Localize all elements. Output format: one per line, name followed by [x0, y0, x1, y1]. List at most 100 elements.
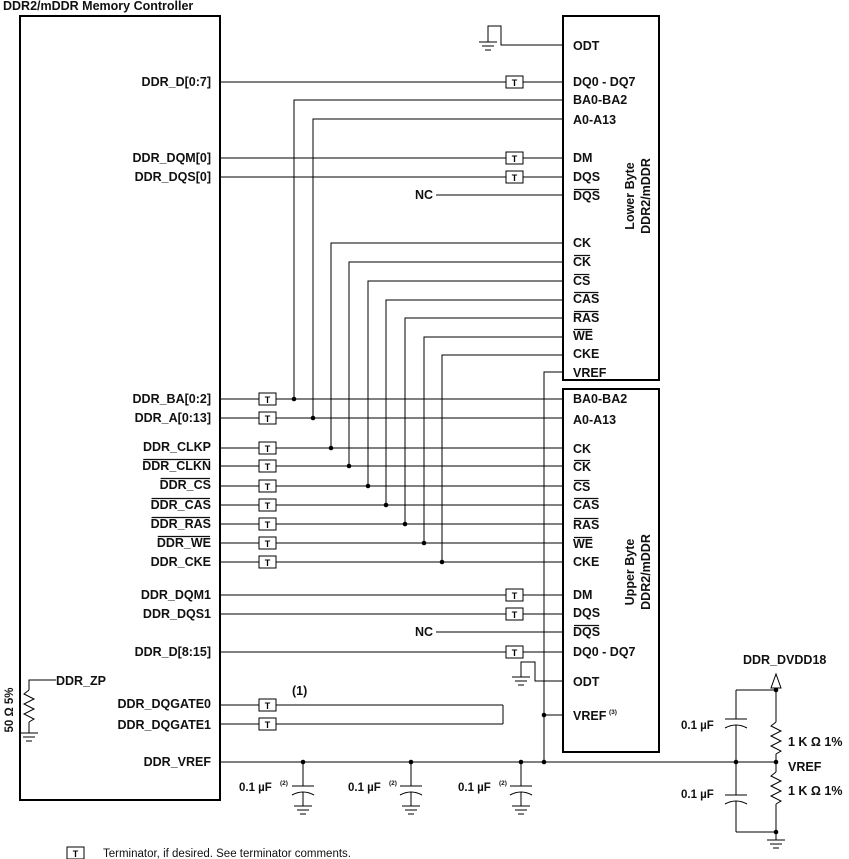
lower-nc-label: NC — [415, 188, 433, 202]
sig-ddr-dqm1: DDR_DQM1 — [141, 588, 211, 602]
upper-pin-a: A0-A13 — [573, 413, 616, 427]
lower-pin-dq: DQ0 - DQ7 — [573, 75, 636, 89]
svg-text:T: T — [265, 414, 271, 424]
cap3-note: (2) — [499, 780, 507, 787]
lower-pin-we: WE — [573, 329, 593, 343]
upper-pin-ba: BA0-BA2 — [573, 392, 627, 406]
terminator: T — [258, 517, 277, 531]
lower-pin-a: A0-A13 — [573, 113, 616, 127]
lower-pin-dm: DM — [573, 151, 592, 165]
legend-text: Terminator, if desired. See terminator c… — [103, 848, 351, 859]
svg-text:T: T — [73, 849, 79, 859]
sig-ddr-ras: DDR_RAS — [151, 517, 211, 531]
lower-pin-ck-n: CK — [573, 255, 591, 269]
terminator: T — [505, 75, 524, 89]
vref-network — [220, 371, 776, 763]
legend-terminator: T — [66, 846, 85, 859]
sig-ddr-clkn: DDR_CLKN — [142, 459, 211, 473]
upper-pin-ck-n: CK — [573, 460, 591, 474]
upper-pin-dqs-n: DQS — [573, 625, 600, 639]
lower-pin-odt: ODT — [573, 39, 600, 53]
wires-bus — [220, 99, 563, 563]
svg-text:T: T — [512, 591, 518, 601]
r2-label: 1 K Ω 1% — [788, 784, 843, 798]
r1-label: 1 K Ω 1% — [788, 735, 843, 749]
sig-ddr-ba: DDR_BA[0:2] — [133, 392, 211, 406]
lower-odt-ground — [479, 25, 563, 51]
svg-text:T: T — [512, 610, 518, 620]
supply-label: DDR_DVDD18 — [743, 653, 826, 667]
zp-resistor-label: 50 Ω 5% — [4, 687, 16, 732]
cap2-label: 0.1 µF — [348, 782, 381, 794]
upper-pin-ck: CK — [573, 442, 591, 456]
svg-text:T: T — [512, 173, 518, 183]
svg-text:T: T — [265, 462, 271, 472]
terminator: T — [258, 698, 277, 712]
vref-capacitors — [291, 762, 533, 815]
sig-ddr-d-0-7: DDR_D[0:7] — [142, 75, 211, 89]
sig-ddr-cs: DDR_CS — [160, 478, 211, 492]
cap3-label: 0.1 µF — [458, 782, 491, 794]
upper-pin-dq: DQ0 - DQ7 — [573, 645, 636, 659]
sig-ddr-dqs0: DDR_DQS[0] — [135, 170, 211, 184]
terminator: T — [505, 151, 524, 165]
terminator: T — [258, 498, 277, 512]
upper-chip-title-1: Upper Byte — [623, 539, 637, 606]
lower-pin-cke: CKE — [573, 347, 599, 361]
upper-pin-dm: DM — [573, 588, 592, 602]
terminator: T — [258, 459, 277, 473]
svg-text:T: T — [265, 501, 271, 511]
terminator: T — [258, 392, 277, 406]
controller-title: DDR2/mDDR Memory Controller — [3, 0, 193, 13]
cap2-note: (2) — [389, 780, 397, 787]
terminators: T T T T T T T T T T T T T T T T T — [258, 75, 524, 731]
upper-pin-dqs: DQS — [573, 606, 600, 620]
sig-ddr-dqgate0: DDR_DQGATE0 — [117, 697, 211, 711]
divider-junctions — [733, 687, 779, 835]
upper-pin-cke: CKE — [573, 555, 599, 569]
svg-text:T: T — [265, 520, 271, 530]
sig-ddr-cke: DDR_CKE — [151, 555, 211, 569]
svg-text:T: T — [265, 539, 271, 549]
upper-pin-cs: CS — [573, 480, 590, 494]
lower-byte-chip — [562, 15, 660, 381]
lower-chip-title-1: Lower Byte — [623, 162, 637, 229]
lower-pin-dqs: DQS — [573, 170, 600, 184]
upper-nc-label: NC — [415, 625, 433, 639]
bus-junctions — [291, 396, 445, 565]
svg-text:T: T — [512, 78, 518, 88]
sig-ddr-zp: DDR_ZP — [56, 674, 106, 688]
sig-ddr-a: DDR_A[0:13] — [135, 411, 211, 425]
terminator: T — [258, 411, 277, 425]
svg-text:T: T — [265, 395, 271, 405]
memory-controller-block — [19, 15, 221, 801]
upper-pin-cas: CAS — [573, 498, 599, 512]
svg-text:T: T — [265, 701, 271, 711]
upper-pin-we: WE — [573, 537, 593, 551]
upper-pin-vref-note: (3) — [609, 709, 617, 716]
svg-text:T: T — [512, 648, 518, 658]
svg-text:T: T — [265, 482, 271, 492]
sig-ddr-dqm0: DDR_DQM[0] — [133, 151, 211, 165]
upper-odt-ground — [512, 661, 563, 686]
lower-chip-title-2: DDR2/mDDR — [639, 158, 653, 234]
sig-ddr-dqs1: DDR_DQS1 — [143, 607, 211, 621]
dqgate-note: (1) — [292, 684, 307, 698]
terminator: T — [505, 607, 524, 621]
div-cap2-label: 0.1 µF — [681, 789, 714, 801]
terminator: T — [258, 717, 277, 731]
div-cap1-label: 0.1 µF — [681, 720, 714, 732]
upper-byte-chip — [562, 388, 660, 753]
sig-ddr-d-8-15: DDR_D[8:15] — [135, 645, 211, 659]
svg-text:T: T — [512, 154, 518, 164]
upper-pin-odt: ODT — [573, 675, 600, 689]
lower-pin-ck: CK — [573, 236, 591, 250]
sig-ddr-we: DDR_WE — [157, 536, 211, 550]
terminator: T — [258, 555, 277, 569]
terminator: T — [258, 536, 277, 550]
svg-text:T: T — [265, 558, 271, 568]
lower-pin-cas: CAS — [573, 292, 599, 306]
svg-text:T: T — [265, 720, 271, 730]
lower-pin-dqs-n: DQS — [573, 189, 600, 203]
